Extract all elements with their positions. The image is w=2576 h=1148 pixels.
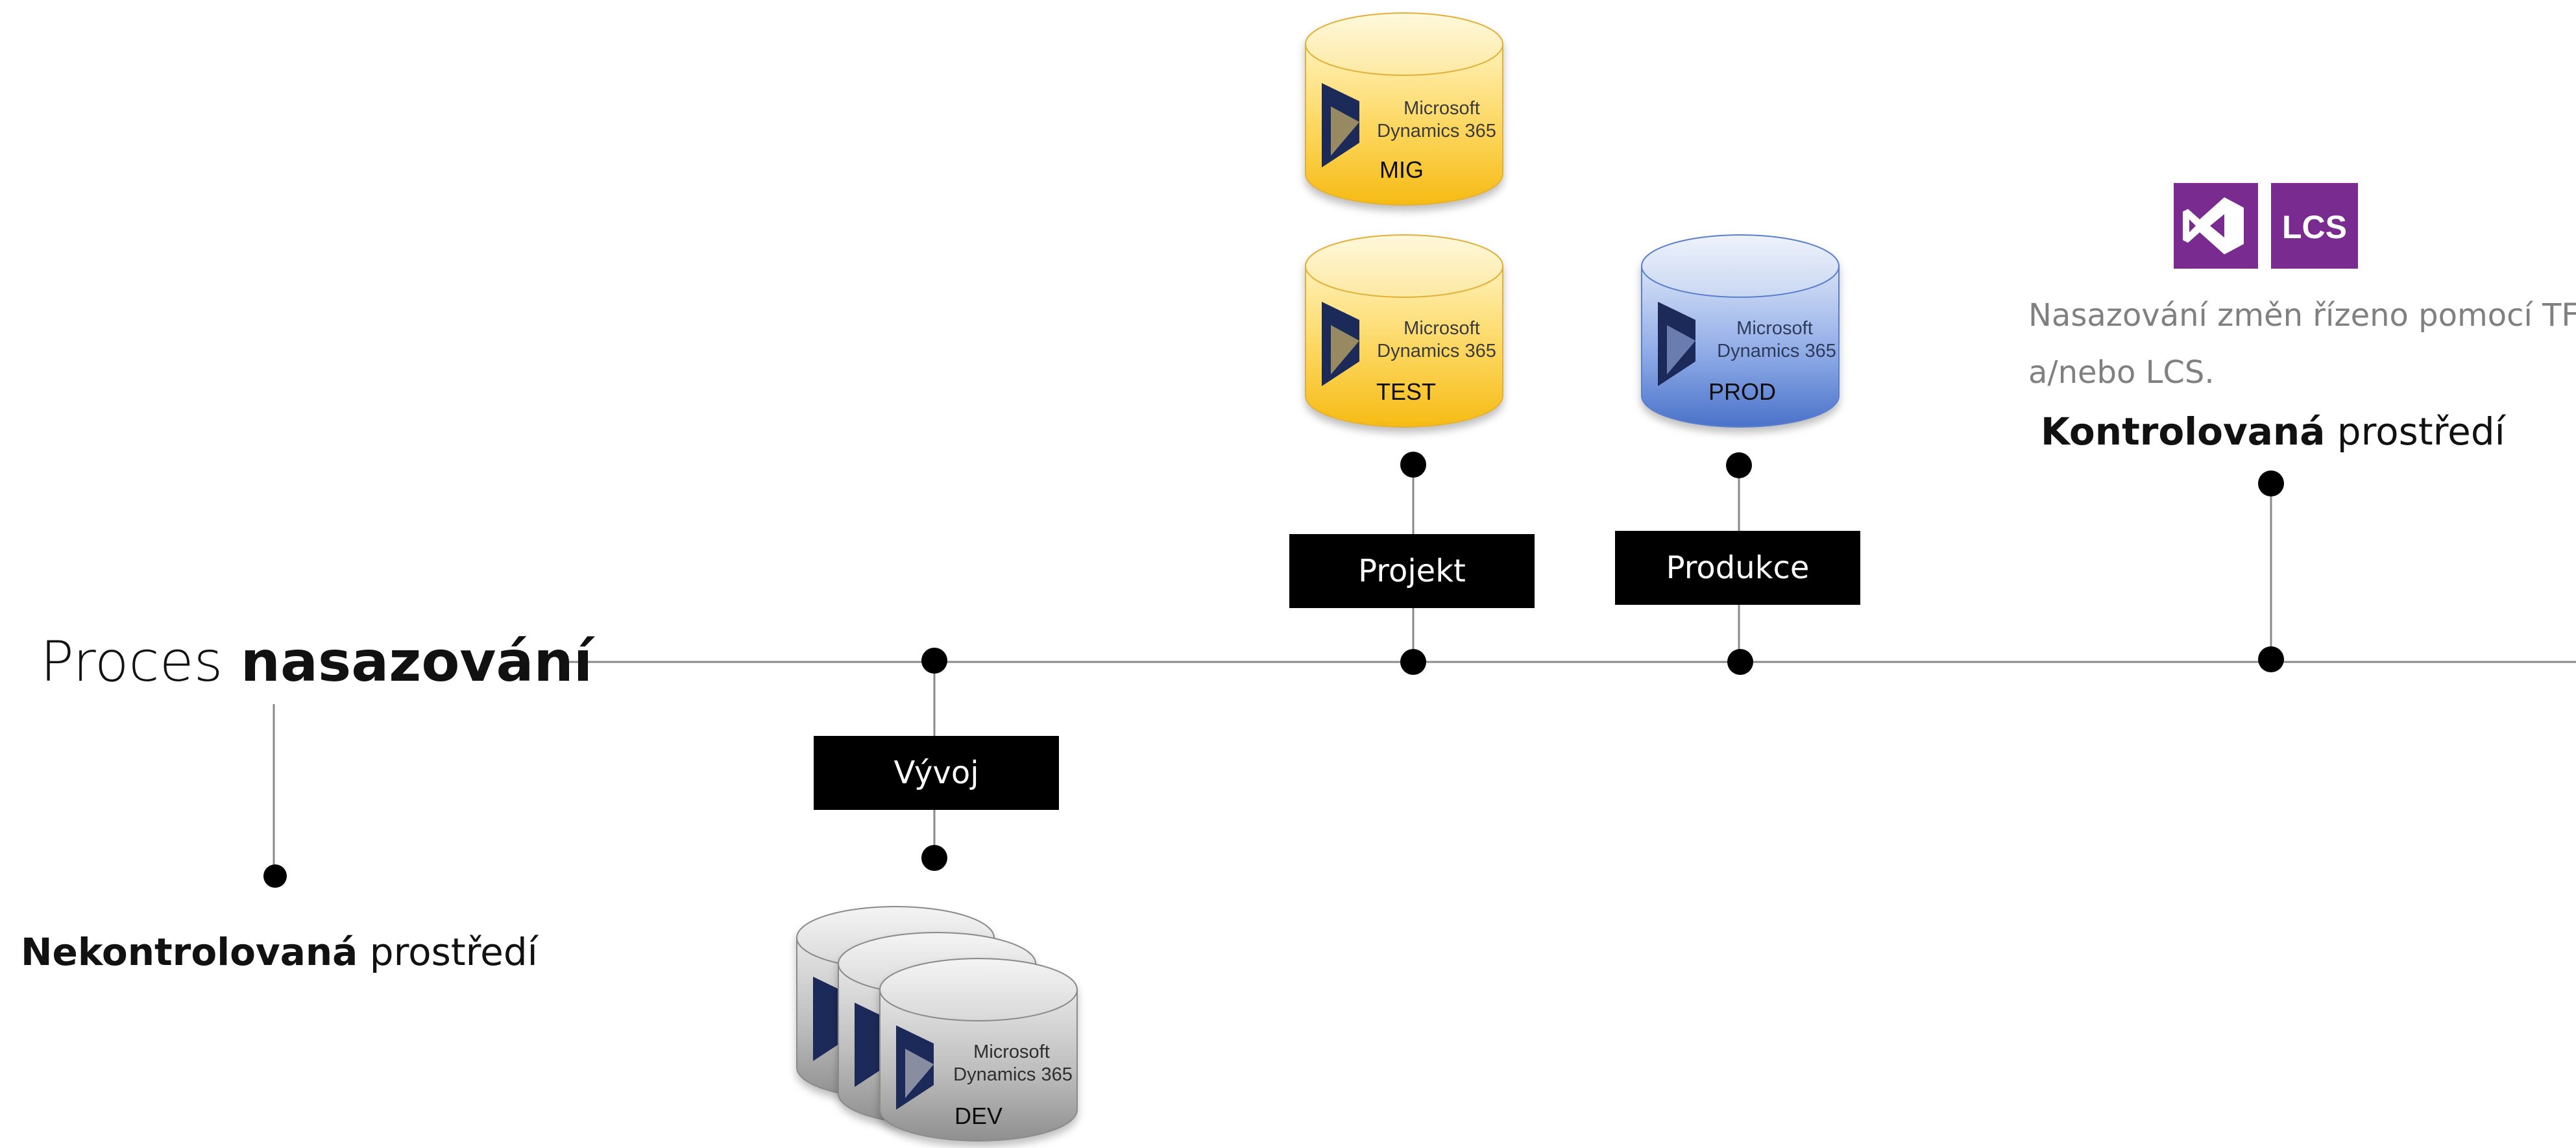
controlled-rest: prostředí xyxy=(2325,409,2505,454)
title-bold: nasazování xyxy=(240,629,593,694)
node-controlled-axis xyxy=(2258,646,2284,672)
db-brand-line1: Microsoft xyxy=(973,1042,1050,1062)
uncontrolled-rest: prostředí xyxy=(358,930,538,974)
lcs-icon: LCS xyxy=(2271,183,2358,269)
stage-label-production: Produkce xyxy=(1615,531,1860,605)
deployment-tools-description: Nasazování změn řízeno pomocí TFS a/nebo… xyxy=(2028,287,2576,401)
db-label-mig: MIG xyxy=(1379,156,1424,183)
db-brand-line2: Dynamics 365 xyxy=(1377,341,1496,361)
title-prefix: Proces xyxy=(40,629,241,694)
db-brand-line2: Dynamics 365 xyxy=(1717,341,1836,361)
node-production-axis xyxy=(1727,649,1753,675)
controlled-bold: Kontrolovaná xyxy=(2041,409,2326,454)
db-brand-line1: Microsoft xyxy=(1736,318,1813,339)
node-project-db xyxy=(1400,452,1426,478)
database-prod: Microsoft Dynamics 365 PROD xyxy=(1641,234,1840,428)
db-label-prod: PROD xyxy=(1708,378,1776,405)
stage-label-dev: Vývoj xyxy=(814,736,1059,810)
dynamics-logo-icon xyxy=(1322,302,1359,386)
db-label-test: TEST xyxy=(1376,378,1436,405)
database-mig: Microsoft Dynamics 365 MIG xyxy=(1305,12,1503,206)
stage-label-project: Projekt xyxy=(1289,534,1535,608)
uncontrolled-environment-label: Nekontrolovaná prostředí xyxy=(21,929,538,975)
database-dev-stack: Microsoft Dynamics 365 DEV xyxy=(796,906,1078,1142)
dynamics-logo-icon xyxy=(896,1025,934,1110)
node-uncontrolled xyxy=(263,864,287,888)
controlled-environment-label: Kontrolovaná prostředí xyxy=(2041,409,2505,454)
database-dev-front: Microsoft Dynamics 365 DEV xyxy=(879,958,1078,1142)
db-brand-line2: Dynamics 365 xyxy=(953,1064,1073,1085)
node-dev-db xyxy=(921,845,947,871)
node-project-axis xyxy=(1400,649,1426,675)
dynamics-logo-icon xyxy=(1658,302,1695,386)
uncontrolled-bold: Nekontrolovaná xyxy=(21,930,358,974)
dynamics-logo-icon xyxy=(1322,83,1359,167)
lcs-icon-label: LCS xyxy=(2282,209,2347,245)
node-dev-axis xyxy=(921,648,947,674)
description-line1: Nasazování změn řízeno pomocí TFS xyxy=(2028,297,2576,334)
description-line2: a/nebo LCS. xyxy=(2028,354,2215,391)
db-brand-line1: Microsoft xyxy=(1403,98,1480,119)
database-test: Microsoft Dynamics 365 TEST xyxy=(1305,234,1503,428)
node-production-db xyxy=(1726,452,1752,478)
db-brand-line2: Dynamics 365 xyxy=(1377,121,1496,141)
db-brand-line1: Microsoft xyxy=(1403,318,1480,339)
node-controlled xyxy=(2258,470,2284,496)
visual-studio-icon xyxy=(2174,183,2258,269)
db-label-dev: DEV xyxy=(954,1103,1002,1129)
diagram-title: Proces nasazování xyxy=(40,629,592,694)
